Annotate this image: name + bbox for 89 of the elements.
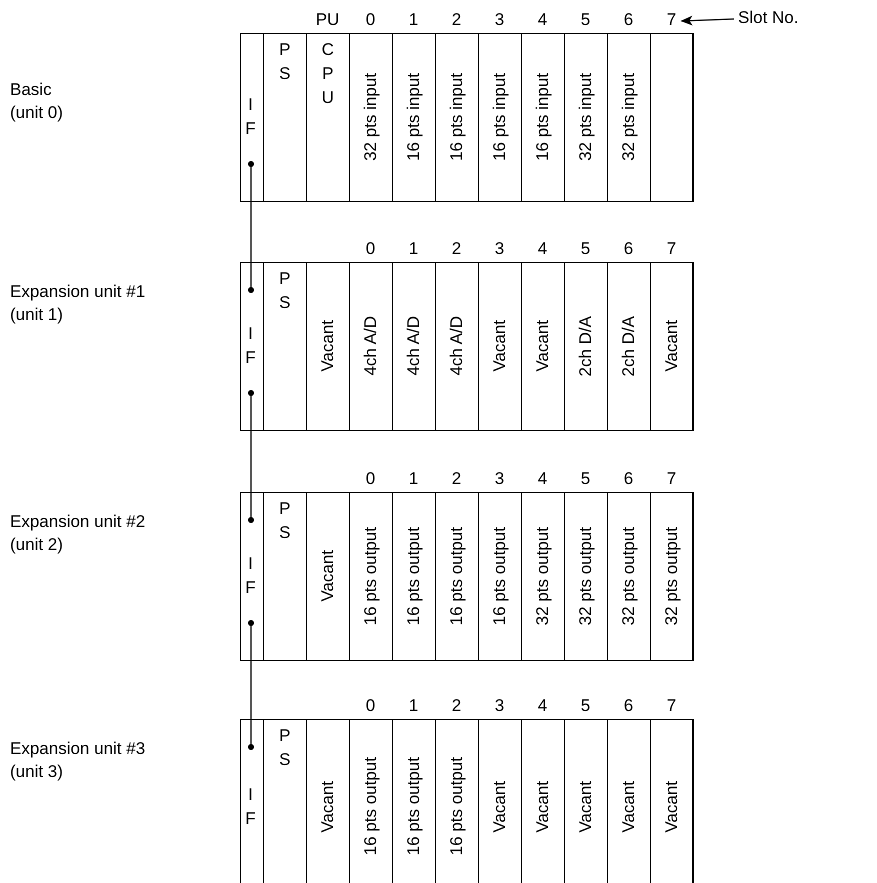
module-label: Vacant	[662, 320, 682, 372]
module-label: 16 pts output	[404, 526, 424, 626]
slot-number: 0	[364, 469, 376, 489]
slot-number: 7	[666, 696, 678, 716]
module-label: 16 pts output	[360, 757, 381, 856]
module-label: P S	[278, 268, 292, 314]
module-label: 16 pts output	[446, 757, 467, 856]
slot-no-label: Slot No.	[738, 8, 798, 28]
slot-number: 2	[450, 469, 462, 489]
module-label: I F	[244, 94, 257, 140]
module-label: P S	[278, 724, 292, 770]
module-label: 32 pts output	[532, 526, 553, 626]
module-label: Vacant	[662, 780, 682, 832]
module-label: I F	[244, 553, 257, 599]
module-label: 32 pts input	[360, 73, 381, 161]
slot-number: 1	[408, 696, 420, 716]
module-label: 4ch A/D	[404, 316, 424, 376]
slot-number: 2	[450, 239, 462, 259]
module-label: 16 pts output	[446, 526, 467, 626]
module-label: 32 pts output	[576, 526, 596, 626]
module-label: P S	[278, 498, 292, 544]
rack-frame	[240, 492, 693, 661]
slot-number: 7	[666, 469, 678, 489]
slot-number: 5	[580, 469, 592, 489]
connection-line	[248, 620, 254, 750]
unit-label: Expansion unit #2 (unit 2)	[10, 511, 146, 556]
connection-line	[248, 390, 254, 523]
slot-number: 6	[622, 696, 634, 716]
slot-number: 6	[622, 469, 634, 489]
slot-number: 0	[364, 696, 376, 716]
module-label: 2ch D/A	[576, 316, 596, 376]
module-label: 32 pts output	[662, 526, 682, 626]
module-label: 4ch A/D	[446, 316, 467, 376]
module-label: 16 pts output	[360, 526, 381, 626]
slot-number: 6	[622, 239, 634, 259]
rack-frame	[240, 719, 693, 883]
slot-number: 5	[580, 696, 592, 716]
slot-number: 0	[364, 10, 376, 30]
slot-number: 7	[666, 10, 678, 30]
module-label: Vacant	[532, 780, 553, 832]
slot-number: 3	[494, 469, 506, 489]
module-label: 16 pts input	[404, 73, 424, 161]
slot-number: 7	[666, 239, 678, 259]
slot-number: 3	[494, 10, 506, 30]
slot-number: 0	[364, 239, 376, 259]
module-label: Vacant	[618, 780, 639, 832]
module-label: 16 pts output	[490, 526, 510, 626]
unit-label: Expansion unit #1 (unit 1)	[10, 281, 146, 326]
module-label: Vacant	[490, 320, 510, 372]
slot-number: 3	[494, 239, 506, 259]
module-label: Vacant	[318, 780, 338, 832]
module-label: Vacant	[576, 780, 596, 832]
module-label: 16 pts output	[404, 757, 424, 856]
module-label: P S	[278, 38, 292, 84]
module-label: 4ch A/D	[360, 316, 381, 376]
slot-number: 3	[494, 696, 506, 716]
module-label: 2ch D/A	[618, 316, 639, 376]
module-label: Vacant	[318, 320, 338, 372]
unit-label: Basic (unit 0)	[10, 79, 64, 124]
module-label: Vacant	[318, 550, 338, 602]
slot-number: 1	[408, 10, 420, 30]
module-label: 32 pts output	[618, 526, 639, 626]
module-label: I F	[244, 784, 257, 830]
slot-number: 1	[408, 239, 420, 259]
module-label: Vacant	[532, 320, 553, 372]
slot-number: 4	[536, 10, 548, 30]
module-label: 32 pts input	[618, 73, 639, 161]
slot-number: 2	[450, 10, 462, 30]
module-label: I F	[244, 323, 257, 369]
slot-number: 4	[536, 696, 548, 716]
rack-frame	[240, 33, 693, 202]
slot-number: 2	[450, 696, 462, 716]
slot-number: 1	[408, 469, 420, 489]
unit-label: Expansion unit #3 (unit 3)	[10, 738, 146, 783]
connection-line	[248, 161, 254, 293]
module-label: Vacant	[490, 780, 510, 832]
slot-number: 5	[580, 239, 592, 259]
slot-number: 4	[536, 469, 548, 489]
slot-number: 5	[580, 10, 592, 30]
slot-number: 6	[622, 10, 634, 30]
module-label: C P U	[320, 38, 335, 108]
module-label: 16 pts input	[490, 73, 510, 161]
slot-number: PU	[314, 10, 340, 30]
module-label: 32 pts input	[576, 73, 596, 161]
module-label: 16 pts input	[446, 73, 467, 161]
module-label: 16 pts input	[532, 73, 553, 161]
rack-frame	[240, 262, 693, 431]
slot-number: 4	[536, 239, 548, 259]
arrow	[680, 16, 734, 26]
